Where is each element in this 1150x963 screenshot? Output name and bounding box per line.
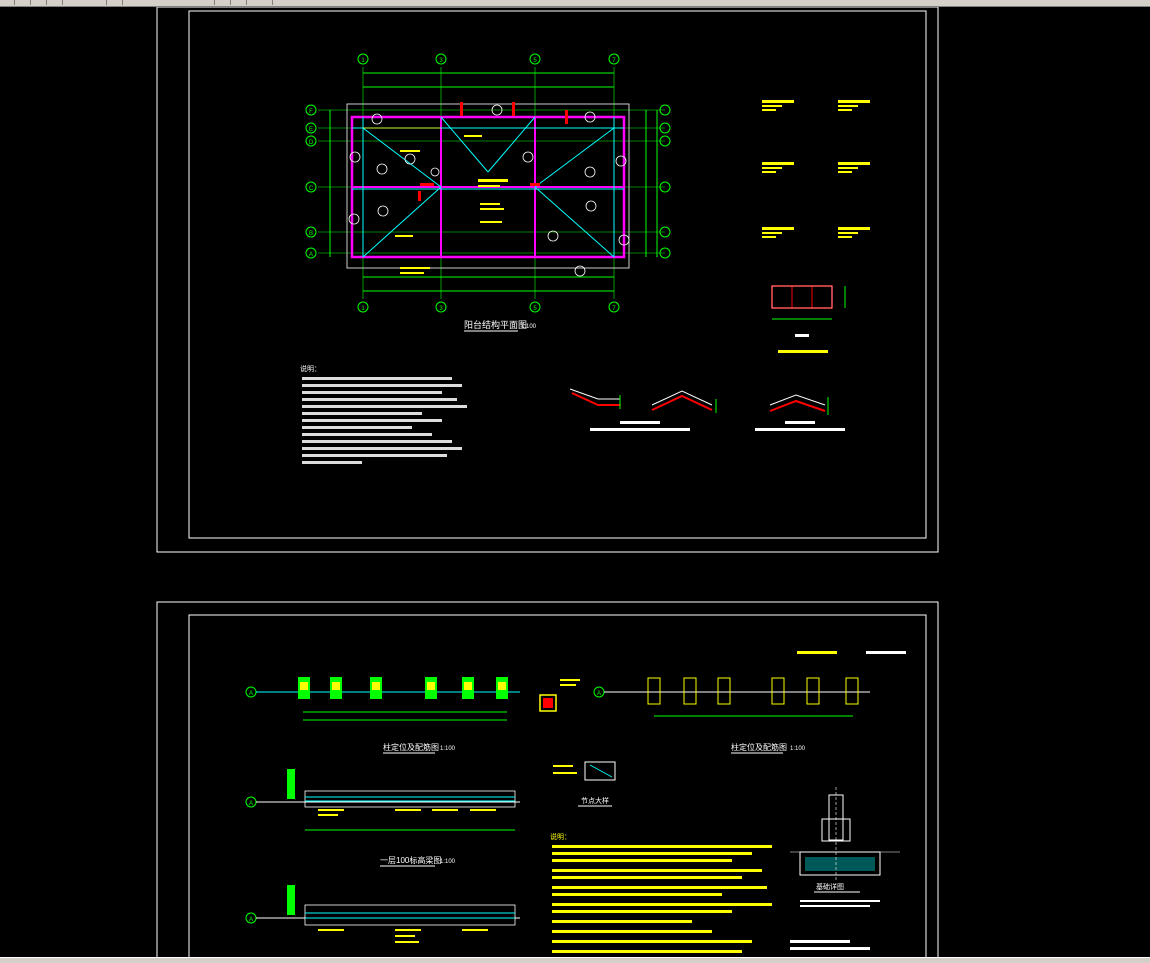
plan-scale: 1:100	[521, 324, 537, 330]
toolbar-button-redo[interactable]	[108, 0, 123, 5]
beam-plan-middle-title: 一层100标高梁图	[380, 855, 441, 865]
side-grid-bubbles: F E D C B A	[305, 104, 671, 259]
grid-label-top-7: 7	[612, 58, 616, 64]
column-layout-left: A 柱定位及配筋图 1:100	[245, 677, 520, 754]
beam-plan-bottom: A	[245, 885, 520, 943]
beam-plan-middle-scale: 1:100	[440, 859, 456, 865]
axis-label-right-top: A	[597, 691, 601, 697]
grid-label-top-5: 5	[533, 58, 537, 64]
grid-label-left-E: E	[309, 127, 313, 133]
grid-label-left-C: C	[309, 186, 314, 192]
grid-label-bottom-7: 7	[612, 306, 616, 312]
sheet-2-notes: 说明：	[550, 832, 870, 953]
node-detail-title: 节点大样	[581, 796, 609, 805]
sheet-2-outer-border	[156, 601, 939, 963]
grid-label-left-F: F	[309, 109, 313, 115]
foundation-detail: 基础详图	[790, 787, 900, 907]
cad-toolbar	[0, 0, 1150, 7]
column-layout-right-title: 柱定位及配筋图	[731, 742, 787, 752]
sheet-2: A 柱定位及配筋图 1:100	[156, 601, 939, 963]
toolbar-button-save[interactable]	[32, 0, 47, 5]
grid-label-top-3: 3	[439, 58, 443, 64]
grid-label-left-D: D	[309, 140, 314, 146]
grid-label-bottom-1: 1	[361, 306, 365, 312]
top-grid-bubbles: 1 3 5 7 1 3 5 7	[357, 53, 620, 313]
sheet-1-notes-heading: 说明：	[300, 364, 321, 373]
toolbar-button-zoom[interactable]	[200, 0, 215, 5]
toolbar-button-undo[interactable]	[92, 0, 107, 5]
status-bar	[0, 957, 1150, 963]
grid-label-bottom-5: 5	[533, 306, 537, 312]
column-detail-small	[539, 679, 580, 712]
node-detail: 节点大样	[553, 761, 616, 807]
plan-title: 阳台结构平面图	[464, 319, 527, 330]
grid-label-left-B: B	[309, 231, 313, 237]
axis-label-left-mid: A	[249, 801, 253, 807]
toolbar-button-extent[interactable]	[232, 0, 247, 5]
sheet-1-inner-border	[188, 10, 927, 539]
toolbar-button-layer[interactable]	[258, 0, 273, 5]
drawing-svg[interactable]: 1 3 5 7 1 3 5 7 F E D C B	[0, 6, 1150, 963]
grid-label-top-1: 1	[361, 58, 365, 64]
sheet-1: 1 3 5 7 1 3 5 7 F E D C B	[156, 6, 939, 553]
beam-plan-middle: A 一层100标高梁图 1:100	[245, 769, 520, 867]
foundation-detail-title: 基础详图	[816, 882, 844, 891]
beam-section-detail	[771, 285, 846, 353]
legend-labels	[762, 100, 870, 238]
axis-label-left-bottom: A	[249, 917, 253, 923]
toolbar-button-print[interactable]	[48, 0, 63, 5]
sheet-1-notes: 说明：	[300, 364, 467, 464]
column-layout-right-scale: 1:100	[790, 746, 806, 752]
column-layout-right: A 柱定位及配筋图 1:100	[593, 651, 906, 754]
grid-label-left-A: A	[309, 252, 313, 258]
balcony-plan: 1 3 5 7 1 3 5 7 F E D C B	[305, 53, 671, 332]
column-layout-left-title: 柱定位及配筋图	[383, 742, 439, 752]
toolbar-button-new[interactable]	[0, 0, 15, 5]
toolbar-button-pan[interactable]	[216, 0, 231, 5]
toolbar-button-open[interactable]	[16, 0, 31, 5]
grid-label-bottom-3: 3	[439, 306, 443, 312]
sheet-1-outer-border	[156, 6, 939, 553]
drawing-canvas[interactable]: 1 3 5 7 1 3 5 7 F E D C B	[0, 6, 1150, 963]
axis-label-left-top: A	[249, 691, 253, 697]
column-layout-left-scale: 1:100	[440, 746, 456, 752]
bent-bar-details	[569, 388, 845, 431]
sheet-2-notes-heading: 说明：	[550, 832, 571, 841]
